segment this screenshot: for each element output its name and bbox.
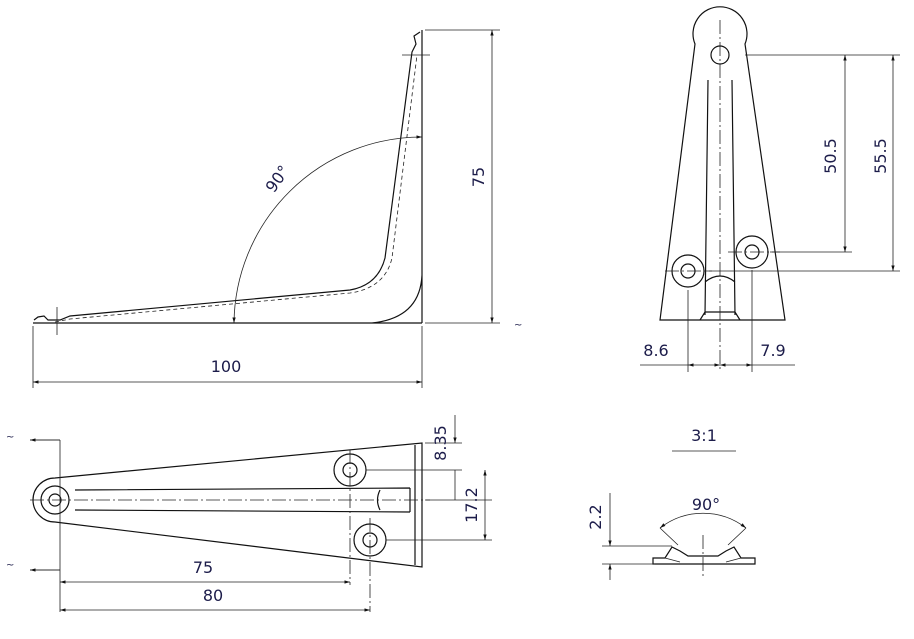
dim-50-5: 50.5 xyxy=(821,138,840,174)
dim-8-6: 8.6 xyxy=(643,341,668,360)
dim-17-2: 17.2 xyxy=(462,487,481,523)
dim-55-5: 55.5 xyxy=(871,138,890,174)
section-mark-top: ~ xyxy=(6,432,14,443)
detail-height: 2.2 xyxy=(586,504,605,529)
plan-view: ~ ~ 8.35 17.2 75 80 xyxy=(6,415,492,612)
height-dimension: 75 xyxy=(469,167,488,187)
width-dimension: 100 xyxy=(211,357,242,376)
scale-label: 3:1 xyxy=(691,426,717,445)
dim-75: 75 xyxy=(193,558,213,577)
section-mark: ~ xyxy=(514,320,522,331)
dim-8-35: 8.35 xyxy=(431,425,450,461)
section-mark-bottom: ~ xyxy=(6,560,14,571)
front-view: 50.5 55.5 8.6 7.9 xyxy=(640,6,900,372)
detail-angle: 90° xyxy=(692,495,720,514)
dim-80: 80 xyxy=(203,586,223,605)
dim-7-9: 7.9 xyxy=(760,341,785,360)
side-view: 90° 75 100 ~ xyxy=(32,29,522,388)
detail-view: 3:1 90° 2.2 xyxy=(586,426,756,580)
angle-label: 90° xyxy=(262,162,294,196)
